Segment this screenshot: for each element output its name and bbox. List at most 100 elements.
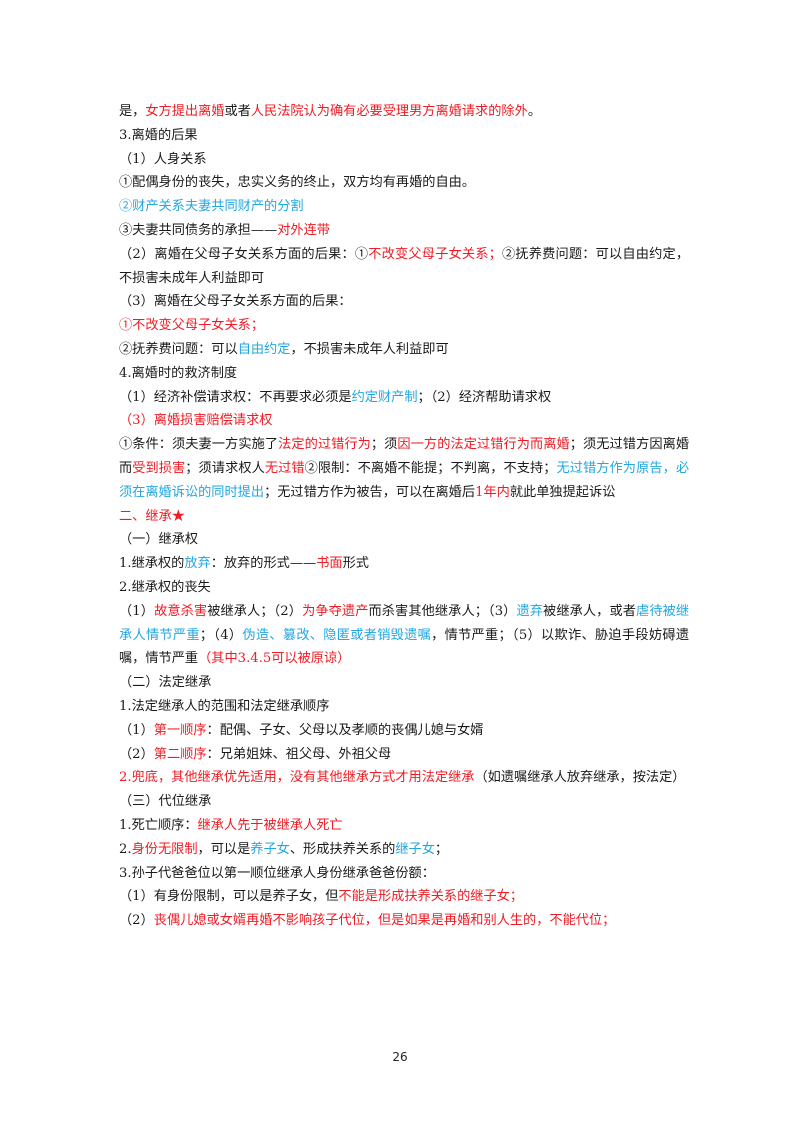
text-segment: 2.继承权的丧失 — [119, 579, 211, 595]
text-line: 1.继承权的放弃：放弃的形式——书面形式 — [119, 552, 689, 576]
highlight-red: 女方提出离婚 — [145, 104, 225, 119]
text-line: 3.孙子代爸爸位以第一顺位继承人身份继承爸爸份额： — [119, 862, 689, 886]
highlight-red: ①不改变父母子女关系； — [119, 318, 265, 334]
text-segment: （1）人身关系 — [119, 151, 207, 167]
document-body: 是，女方提出离婚或者人民法院认为确有必要受理男方离婚请求的除外。 3.离婚的后果 （… — [119, 100, 689, 933]
text-line: 2.继承权的丧失 — [119, 576, 689, 600]
text-segment: 形式 — [342, 556, 369, 572]
highlight-red: 法定的过错行为 — [278, 437, 371, 453]
text-segment: ③夫妻共同债务的承担—— — [119, 222, 278, 238]
text-segment: 是， — [119, 104, 146, 119]
text-segment: ：配偶、子女、父母以及孝顺的丧偶儿媳与女婿 — [206, 722, 484, 738]
highlight-blue: 放弃 — [184, 556, 211, 572]
text-line: （1）人身关系 — [119, 148, 689, 172]
highlight-red: 对外连带 — [277, 222, 330, 238]
text-line: （2）第二顺序：兄弟姐妹、祖父母、外祖父母 — [119, 743, 689, 767]
text-segment: （2） — [119, 913, 154, 929]
highlight-blue: 无过错方作为原告，必须在离婚诉讼的同时提出 — [119, 460, 690, 500]
text-segment: ②限制：不离婚不能提；不判离，不支持； — [304, 460, 557, 476]
highlight-red: 丧偶儿媳或女婿再婚不影响孩子代位，但是如果是再婚和别人生的，不能代位； — [153, 913, 616, 929]
text-segment: （1） — [119, 722, 154, 738]
text-segment: （1） — [119, 603, 155, 619]
highlight-blue: 伪造、篡改、隐匿或者销毁遗嘱 — [242, 627, 432, 643]
highlight-red: 不能是形成扶养关系的继子女； — [338, 889, 524, 905]
text-segment: ①配偶身份的丧失，忠实义务的终止，双方均有再婚的自由。 — [119, 175, 476, 191]
text-segment: 2. — [119, 841, 132, 857]
text-segment: （1）有身份限制，可以是养子女，但 — [119, 889, 339, 905]
text-line: （二）法定继承 — [119, 671, 689, 695]
text-line: （1）有身份限制，可以是养子女，但不能是形成扶养关系的继子女； — [119, 885, 689, 909]
text-segment: （一）继承权 — [119, 532, 199, 548]
highlight-red: 书面 — [316, 556, 343, 572]
text-segment: ，情节严重；（5）以欺诈、胁迫手段妨碍遗嘱，情节严重 — [119, 627, 690, 667]
text-line: （2）丧偶儿媳或女婿再婚不影响孩子代位，但是如果是再婚和别人生的，不能代位； — [119, 909, 689, 933]
highlight-red: 继承人先于被继承人死亡 — [197, 817, 343, 833]
highlight-red: 二、继承★ — [119, 508, 185, 524]
highlight-red: 为争夺遗产 — [302, 603, 369, 619]
text-segment: 1.死亡顺序： — [119, 817, 198, 833]
text-line: 1.法定继承人的范围和法定继承顺序 — [119, 695, 689, 719]
text-segment: （2）离婚在父母子女关系方面的后果：① — [119, 246, 369, 262]
text-segment: 被继承人；（2） — [207, 603, 303, 619]
text-line: ②抚养费问题：可以自由约定，不损害未成年人利益即可 — [119, 338, 689, 362]
text-segment: （二）法定继承 — [119, 675, 212, 691]
highlight-red: 1年内 — [475, 484, 510, 500]
text-segment: ；（2）经济帮助请求权 — [417, 389, 552, 405]
text-segment: （1）经济补偿请求权：不再要求必须是 — [119, 389, 352, 405]
text-segment: （2） — [119, 746, 154, 762]
text-segment: ；无过错方作为被告，可以在离婚后 — [264, 484, 476, 500]
text-segment: 就此单独提起诉讼 — [509, 484, 616, 500]
highlight-blue: 继子女 — [395, 841, 435, 857]
highlight-blue: 自由约定 — [237, 341, 291, 357]
text-segment: ；须无过错方因离婚而 — [119, 437, 690, 476]
text-segment: 被继承人，或者 — [543, 603, 637, 619]
text-segment: 3.孙子代爸爸位以第一顺位继承人身份继承爸爸份额： — [119, 865, 435, 881]
text-segment: ①条件：须夫妻一方实施了 — [119, 437, 279, 453]
text-line: 是，女方提出离婚或者人民法院认为确有必要受理男方离婚请求的除外。 — [119, 100, 689, 124]
text-segment: 或者 — [224, 104, 251, 119]
text-line: （1）经济补偿请求权：不再要求必须是约定财产制；（2）经济帮助请求权 — [119, 386, 689, 410]
text-segment: （3）离婚在父母子女关系方面的后果： — [119, 294, 352, 310]
text-line: （1）第一顺序：配偶、子女、父母以及孝顺的丧偶儿媳与女婿 — [119, 719, 689, 743]
text-segment: ②抚养费问题：可以自由约定，不损害未成年人利益即可 — [119, 246, 690, 286]
highlight-blue: 虐待被继承人情节严重 — [119, 603, 690, 643]
text-line: ①条件：须夫妻一方实施了法定的过错行为；须因一方的法定过错行为而离婚；须无过错方… — [119, 433, 689, 504]
text-segment: （三）代位继承 — [119, 794, 212, 810]
text-line: 2.身份无限制，可以是养子女、形成扶养关系的继子女； — [119, 838, 689, 862]
highlight-red: 无过错 — [264, 460, 305, 476]
highlight-red: 受到损害 — [132, 460, 186, 476]
highlight-red: 身份无限制 — [131, 841, 198, 857]
highlight-red: 2.兜底，其他继承优先适用，没有其他继承方式才用法定继承 — [119, 770, 475, 786]
highlight-red: 故意杀害 — [154, 603, 208, 619]
text-segment: ；须请求权人 — [185, 460, 265, 476]
text-line: （一）继承权 — [119, 528, 689, 552]
text-line: 1.死亡顺序：继承人先于被继承人死亡 — [119, 814, 689, 838]
text-line: ③夫妻共同债务的承担——对外连带 — [119, 219, 689, 243]
text-segment: 。 — [527, 104, 541, 119]
highlight-blue: 约定财产制 — [351, 389, 418, 405]
text-line: ①配偶身份的丧失，忠实义务的终止，双方均有再婚的自由。 — [119, 171, 689, 195]
text-line: （3）离婚在父母子女关系方面的后果： — [119, 290, 689, 314]
text-line: （三）代位继承 — [119, 790, 689, 814]
text-segment: ； — [434, 841, 449, 857]
text-segment: ；须 — [370, 437, 398, 453]
highlight-red: 不改变父母子女关系； — [368, 246, 502, 262]
text-segment: ，可以是 — [197, 841, 251, 857]
text-segment: 3.离婚的后果 — [119, 127, 198, 143]
text-line: 4.离婚时的救济制度 — [119, 362, 689, 386]
text-segment: 1.继承权的 — [119, 556, 185, 572]
text-segment: 4.离婚时的救济制度 — [119, 365, 238, 381]
highlight-red: 第二顺序 — [153, 746, 207, 762]
highlight-blue: ②财产关系夫妻共同财产的分割 — [119, 199, 304, 215]
highlight-red: 第一顺序 — [153, 722, 207, 738]
text-line: （3）离婚损害赔偿请求权 — [119, 409, 689, 433]
text-segment: ②抚养费问题：可以 — [119, 341, 238, 357]
text-line: （1）故意杀害被继承人；（2）为争夺遗产而杀害其他继承人；（3）遗弃被继承人，或… — [119, 600, 689, 671]
highlight-red: （3）离婚损害赔偿请求权 — [119, 413, 273, 429]
page-number: 26 — [392, 1050, 408, 1064]
text-line: （2）离婚在父母子女关系方面的后果：①不改变父母子女关系；②抚养费问题：可以自由… — [119, 243, 689, 291]
text-segment: ：放弃的形式—— — [210, 556, 317, 572]
text-line: 二、继承★ — [119, 505, 689, 529]
text-line: 2.兜底，其他继承优先适用，没有其他继承方式才用法定继承（如遗嘱继承人放弃继承，… — [119, 766, 689, 790]
